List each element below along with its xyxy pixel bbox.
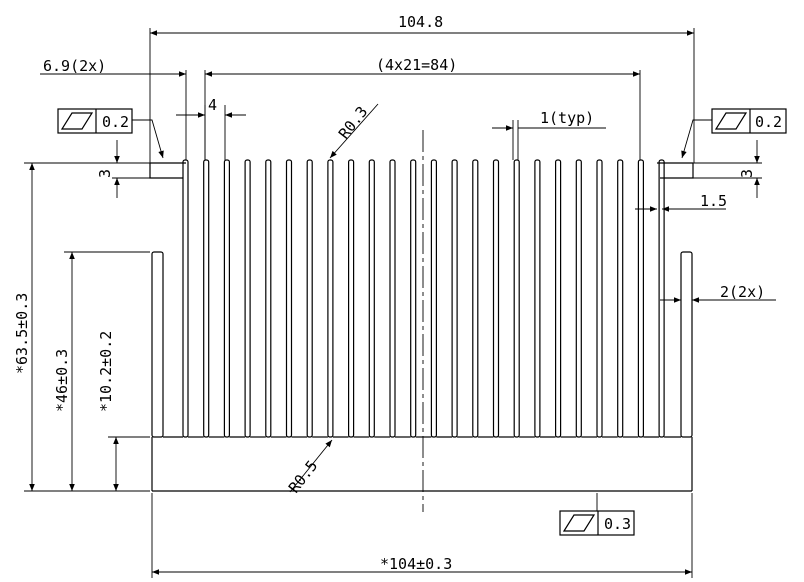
- dim-end-fin-height: *46±0.3: [53, 251, 150, 491]
- flatness-icon: [60, 112, 94, 130]
- flatness-right-value: 0.2: [755, 113, 782, 131]
- fin: [410, 159, 417, 438]
- dim-fin-thickness-label: 1(typ): [540, 109, 594, 127]
- dim-fin-root-radius-label: R0.3: [335, 103, 371, 143]
- right-step-lip: [660, 163, 694, 179]
- dim-end-fin-thickness: 2(2x): [660, 283, 776, 303]
- flatness-icon: [714, 112, 748, 130]
- dim-base-step-left-label: 3: [96, 169, 114, 178]
- fin: [223, 159, 230, 438]
- fin: [492, 159, 500, 438]
- fin: [472, 159, 479, 438]
- left-step-lip: [149, 163, 183, 179]
- flatness-left-value: 0.2: [102, 113, 129, 131]
- fin: [348, 159, 355, 438]
- fin: [575, 159, 582, 438]
- dim-base-step-left: 3: [96, 140, 150, 198]
- fin: [182, 159, 189, 438]
- fin: [244, 159, 251, 438]
- dim-base-thickness: *10.2±0.2: [97, 331, 150, 491]
- dim-base-step-right-label: 3: [738, 169, 756, 178]
- flatness-callout-right: 0.2: [681, 108, 787, 159]
- dim-gap-width: 4: [176, 96, 246, 160]
- heatsink-profile: [149, 130, 694, 512]
- dim-base-step-right: 3: [693, 140, 762, 198]
- dim-end-offset-label: 6.9(2x): [43, 57, 106, 75]
- dim-overall-width-label: 104.8: [398, 13, 443, 31]
- dim-overall-height-label: *63.5±0.3: [13, 293, 31, 374]
- dim-base-thickness-label: *10.2±0.2: [97, 331, 115, 412]
- fin: [513, 159, 520, 438]
- fin: [327, 159, 334, 438]
- dim-end-fin-offset: 1.5: [635, 192, 727, 212]
- fin: [451, 159, 458, 438]
- dim-end-fin-offset-label: 1.5: [700, 192, 727, 210]
- fin: [306, 159, 313, 438]
- left-end-fin: [151, 251, 164, 438]
- dim-fin-pitch-total-label: (4x21=84): [376, 56, 457, 74]
- right-end-fin: [680, 251, 693, 438]
- fin: [265, 159, 272, 438]
- fin: [596, 159, 603, 438]
- dim-gap-width-label: 4: [208, 96, 217, 114]
- fin: [285, 159, 293, 438]
- fin-array: [163, 159, 681, 438]
- dim-fin-root-radius: R0.3: [329, 103, 379, 159]
- dim-overall-height: *63.5±0.3: [13, 162, 150, 492]
- flatness-icon: [562, 514, 596, 532]
- dim-base-width-label: *104±0.3: [380, 555, 452, 573]
- dim-end-fin-height-label: *46±0.3: [53, 349, 71, 412]
- fin: [430, 159, 437, 438]
- dim-base-radius: R0.5: [285, 439, 333, 496]
- fin: [368, 159, 375, 438]
- flatness-callout-bottom: 0.3: [559, 493, 635, 536]
- dim-overall-width: 104.8: [149, 13, 695, 163]
- dim-fin-thickness: 1(typ): [492, 109, 606, 160]
- fin: [658, 159, 665, 438]
- fin: [203, 159, 210, 438]
- dim-base-width: *104±0.3: [151, 493, 693, 578]
- fin: [534, 159, 541, 438]
- fin: [389, 159, 396, 438]
- fin: [617, 159, 624, 438]
- flatness-bottom-value: 0.3: [604, 515, 631, 533]
- dim-end-fin-thickness-label: 2(2x): [720, 283, 765, 301]
- fin: [637, 159, 645, 438]
- dim-fin-pitch-total: (4x21=84): [204, 56, 641, 160]
- flatness-callout-left: 0.2: [57, 108, 164, 159]
- fin: [554, 159, 562, 438]
